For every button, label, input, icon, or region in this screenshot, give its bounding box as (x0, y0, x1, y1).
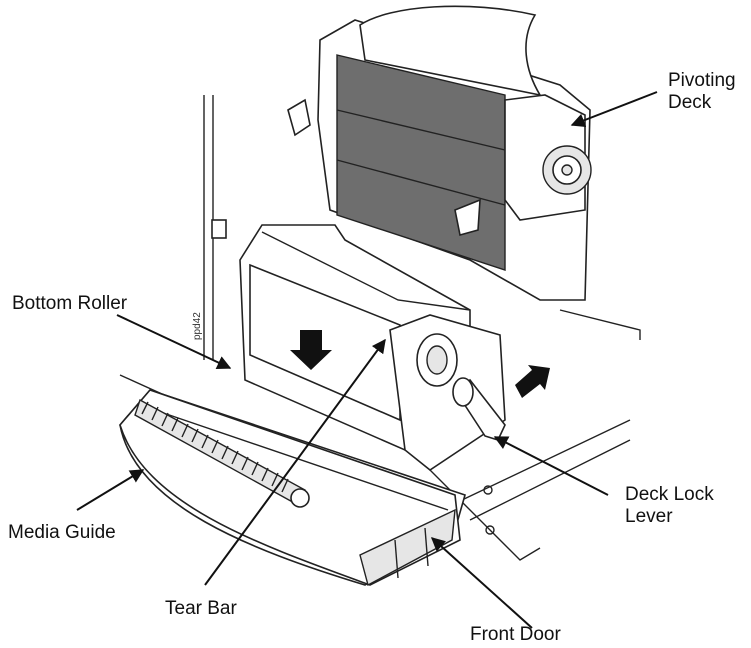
leader-media-guide (76, 469, 145, 511)
bottom-roller (134, 398, 310, 508)
label-tear-bar: Tear Bar (165, 598, 237, 619)
label-pivoting-deck: Pivoting Deck (668, 70, 736, 114)
label-bottom-roller: Bottom Roller (12, 293, 128, 314)
label-media-guide: Media Guide (8, 522, 116, 543)
deck-lock-lever (452, 365, 550, 441)
down-arrow-icon (290, 330, 332, 370)
label-deck-lock-lever-line2: Lever (625, 506, 673, 527)
direction-arrow-icon (515, 365, 550, 398)
frame-rail (203, 95, 227, 360)
leader-bottom-roller (116, 314, 232, 369)
print-head-block (239, 224, 506, 471)
label-deck-lock-lever: Deck Lock Lever (625, 484, 714, 528)
label-deck-lock-lever-line1: Deck Lock (625, 484, 714, 505)
platen-knob-icon (416, 333, 458, 387)
leader-deck-lock-lever (493, 436, 609, 496)
leader-lines (76, 91, 658, 629)
label-pivoting-deck-line1: Pivoting (668, 70, 736, 91)
leader-pivoting-deck (570, 91, 658, 127)
deck-gear-icon (542, 145, 592, 195)
leader-tear-bar (204, 338, 386, 586)
pivoting-deck (287, 5, 592, 301)
figure-code: ppd42 (192, 312, 203, 340)
label-pivoting-deck-line2: Deck (668, 92, 712, 113)
label-front-door: Front Door (470, 624, 561, 645)
leader-front-door (430, 537, 533, 629)
